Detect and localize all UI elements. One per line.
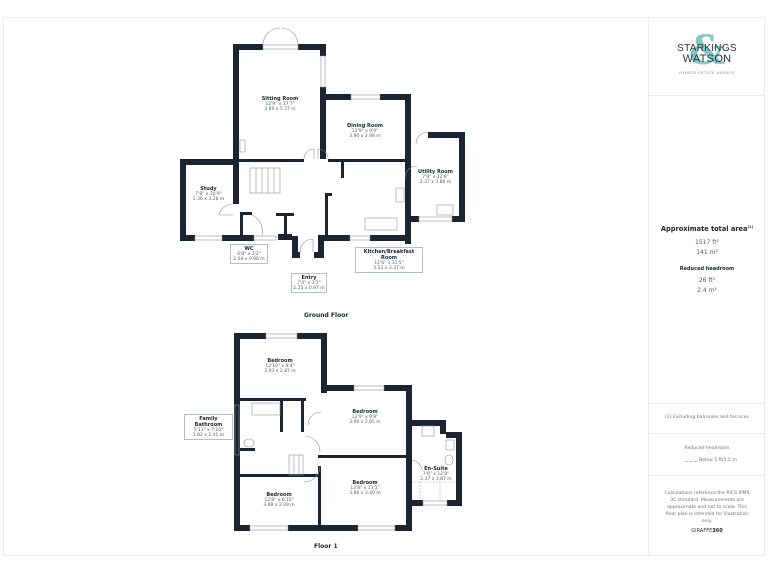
room-name: Dining Room [347, 123, 383, 129]
ground-floor-walls [180, 44, 465, 258]
room-name: Kitchen/Breakfast Room [363, 249, 415, 261]
room-imperial: 12'10" x 9'4" [265, 364, 295, 369]
logo-line-1: STARKINGS [677, 43, 737, 54]
reduced-headroom-title: Reduced headroom [679, 266, 735, 272]
room-metric: 3.93 x 2.87 m [264, 369, 296, 374]
room-imperial: 7'9" x 12'8" [422, 472, 450, 477]
room-imperial: 6'8" x 3'2" [237, 252, 261, 257]
room-name: En-Suite [424, 466, 448, 472]
room-metric: 1.82 x 2.41 m [192, 433, 225, 438]
room-name: Utility Room [418, 169, 453, 175]
area-title: Approximate total area(1) [649, 225, 765, 233]
room-imperial: 11'6" x 11'5" [374, 261, 404, 266]
room-label-family-bathroom: Family Bathroom 5'11" x 7'10" 1.82 x 2.4… [184, 414, 233, 440]
room-metric: 3.90 x 2.98 m [349, 134, 381, 139]
logo-ampersand: & [689, 27, 726, 74]
room-metric: 3.90 x 2.95 m [349, 420, 381, 425]
brand-part-1: GIRAFFE [691, 528, 713, 534]
first-floor-windows-doors [234, 333, 456, 531]
disclaimer-section: Calculations reference the RICS IPMS 3C … [649, 476, 765, 556]
area-title-text: Approximate total area [660, 225, 748, 234]
room-label-bedroom-1: Bedroom 12'10" x 9'4" 3.93 x 2.87 m [250, 358, 310, 374]
room-imperial: 7'9" x 12'8" [422, 175, 449, 180]
legend-title: Reduced headroom [684, 446, 730, 451]
room-metric: 3.86 x 3.40 m [349, 491, 381, 496]
room-name: Sitting Room [261, 96, 299, 102]
brand-part-2: 360 [712, 528, 723, 534]
room-imperial: 12'8" x 6'10" [264, 498, 294, 503]
footnote-section: (1) Excluding balconies and terraces [649, 404, 765, 434]
room-metric: 2.04 x 0.98 m [233, 257, 265, 262]
room-metric: 3.53 x 3.37 m [373, 266, 405, 271]
room-imperial: 12'9" x 17'7" [265, 102, 295, 107]
footnote-text: (1) Excluding balconies and terraces [665, 415, 749, 420]
room-imperial: 5'11" x 7'10" [193, 428, 224, 433]
logo-tagline: HYBRID ESTATE AGENTS [679, 71, 735, 75]
room-metric: 2.37 x 3.86 m [419, 180, 452, 185]
room-label-sitting-room: Sitting Room 12'9" x 17'7" 3.89 x 5.37 m [250, 96, 310, 112]
reduced-m: 2.4 m² [697, 287, 717, 294]
legend-item: Below 5 ft/1.5 m [699, 458, 737, 463]
giraffe360-brand: GIRAFFE360 [649, 528, 765, 534]
legend-section: Reduced headroom Below 5 ft/1.5 m [649, 434, 765, 476]
floor-title-ground: Ground Floor [304, 312, 349, 319]
room-label-entry: Entry 7'4" x 3'2" 2.25 x 0.97 m [291, 273, 327, 293]
area-ft: 1517 ft² [695, 239, 719, 246]
room-name: Study [200, 186, 217, 192]
room-label-en-suite: En-Suite 7'9" x 12'8" 2.37 x 3.87 m [414, 466, 458, 482]
room-label-kitchen-breakfast-room: Kitchen/Breakfast Room 11'6" x 11'5" 3.5… [355, 247, 423, 273]
floor-title-first: Floor 1 [314, 543, 338, 550]
room-name: WC [244, 246, 254, 252]
disclaimer-text: Calculations reference the RICS IPMS 3C … [664, 491, 750, 524]
room-imperial: 12'9" x 9'9" [351, 129, 379, 134]
area-m: 141 m² [696, 249, 718, 256]
room-metric: 2.37 x 3.87 m [420, 477, 452, 482]
footnote-mark: (1) [747, 225, 754, 229]
first-floor-walls [234, 333, 462, 531]
room-label-utility-room: Utility Room 7'9" x 12'8" 2.37 x 3.86 m [412, 169, 459, 185]
logo-line-2: WATSON [682, 53, 732, 65]
room-label-study: Study 7'8" x 10'9" 2.36 x 3.28 m [186, 186, 231, 202]
page-frame [3, 17, 765, 556]
room-name: Bedroom [352, 480, 378, 486]
room-imperial: 12'9" x 9'8" [351, 415, 379, 420]
room-label-bedroom-2: Bedroom 12'9" x 9'8" 3.90 x 2.95 m [335, 409, 395, 425]
room-name: Bedroom [266, 492, 292, 498]
room-metric: 3.88 x 2.09 m [263, 503, 295, 508]
agent-logo: & STARKINGS WATSON HYBRID ESTATE AGENTS [649, 17, 765, 96]
room-metric: 3.89 x 5.37 m [264, 107, 296, 112]
room-name: Entry [301, 275, 317, 281]
info-sidebar: & STARKINGS WATSON HYBRID ESTATE AGENTS … [648, 17, 765, 556]
room-imperial: 12'8" x 11'1" [350, 486, 380, 491]
room-label-wc: WC 6'8" x 3'2" 2.04 x 0.98 m [230, 244, 268, 264]
room-label-bedroom-3: Bedroom 12'8" x 6'10" 3.88 x 2.09 m [249, 492, 309, 508]
room-imperial: 7'8" x 10'9" [195, 192, 222, 197]
ground-floor-windows-doors [194, 27, 454, 253]
area-summary: Approximate total area(1) 1517 ft² 141 m… [649, 96, 765, 404]
room-name: Family Bathroom [194, 416, 223, 428]
room-metric: 2.25 x 0.97 m [293, 286, 325, 291]
room-imperial: 7'4" x 3'2" [297, 281, 321, 286]
room-name: Bedroom [352, 409, 378, 415]
room-label-dining-room: Dining Room 12'9" x 9'9" 3.90 x 2.98 m [335, 123, 395, 139]
room-metric: 2.36 x 3.28 m [192, 197, 225, 202]
dashed-line-icon [685, 461, 697, 462]
room-name: Bedroom [267, 358, 293, 364]
room-label-bedroom-4: Bedroom 12'8" x 11'1" 3.86 x 3.40 m [335, 480, 395, 496]
reduced-ft: 26 ft² [698, 277, 716, 284]
